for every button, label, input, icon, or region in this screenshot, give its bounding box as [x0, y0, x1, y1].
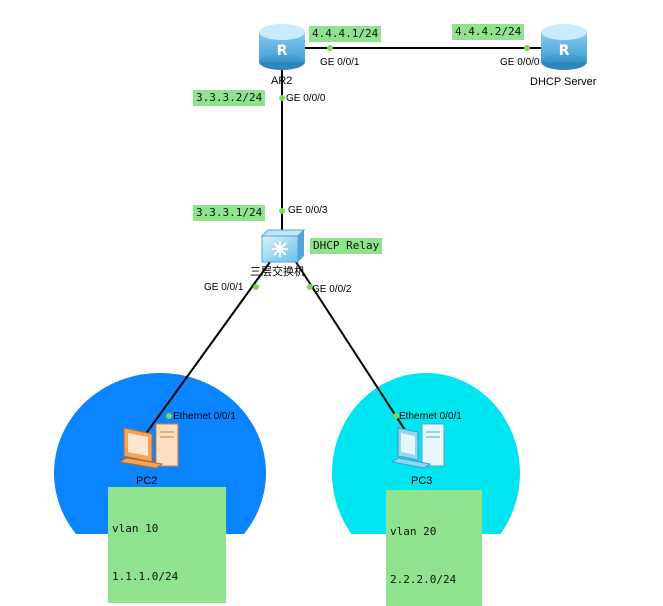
link-switch-pc3	[295, 261, 406, 431]
pc-icon[interactable]	[118, 423, 179, 469]
port-dot	[279, 95, 285, 101]
link-switch-pc2	[144, 261, 271, 436]
port-dot	[524, 45, 530, 51]
port-dot	[393, 413, 399, 419]
port-label-switch-ge002: GE 0/0/2	[312, 284, 352, 295]
port-label-switch-ge003: GE 0/0/3	[288, 205, 328, 216]
device-name-dhcp-server: DHCP Server	[530, 76, 597, 88]
device-name-pc2: PC2	[136, 475, 158, 487]
svg-text:R: R	[277, 43, 288, 59]
layer3-switch-icon[interactable]	[260, 229, 306, 263]
router-icon[interactable]: R	[541, 24, 587, 70]
port-dot	[279, 208, 285, 214]
port-label-ar2-ge000: GE 0/0/0	[286, 93, 326, 104]
port-dot	[166, 413, 172, 419]
router-icon[interactable]: R	[259, 24, 305, 70]
vlan10-label: vlan 10	[112, 522, 159, 535]
vlan10-info: vlan 10 1.1.1.0/24	[108, 487, 226, 603]
dhcp-relay-tag: DHCP Relay	[310, 238, 383, 254]
device-name-ar2: AR2	[271, 75, 293, 87]
port-label-server-ge000: GE 0/0/0	[500, 57, 540, 68]
port-label-switch-ge001: GE 0/0/1	[204, 282, 244, 293]
port-label-pc3-eth: Ethernet 0/0/1	[399, 411, 462, 422]
vlan20-info: vlan 20 2.2.2.0/24	[386, 490, 482, 606]
vlan20-subnet: 2.2.2.0/24	[390, 573, 457, 586]
device-name-pc3: PC3	[411, 475, 433, 487]
svg-text:R: R	[559, 43, 570, 59]
pc-icon[interactable]	[390, 423, 445, 469]
ip-tag-ar2-ge000: 3.3.3.2/24	[193, 90, 266, 106]
ip-tag-switch-ge003: 3.3.3.1/24	[193, 205, 266, 221]
vlan10-subnet: 1.1.1.0/24	[112, 570, 179, 583]
port-label-ar2-ge001: GE 0/0/1	[320, 57, 360, 68]
port-dot	[307, 284, 313, 290]
vlan20-label: vlan 20	[390, 525, 437, 538]
ip-tag-server-ge000: 4.4.4.2/24	[452, 24, 525, 40]
port-dot	[253, 284, 259, 290]
port-dot	[327, 45, 333, 51]
port-label-pc2-eth: Ethernet 0/0/1	[173, 411, 236, 422]
device-name-l3switch: 三层交换机	[250, 266, 305, 278]
ip-tag-ar2-ge001: 4.4.4.1/24	[309, 26, 382, 42]
